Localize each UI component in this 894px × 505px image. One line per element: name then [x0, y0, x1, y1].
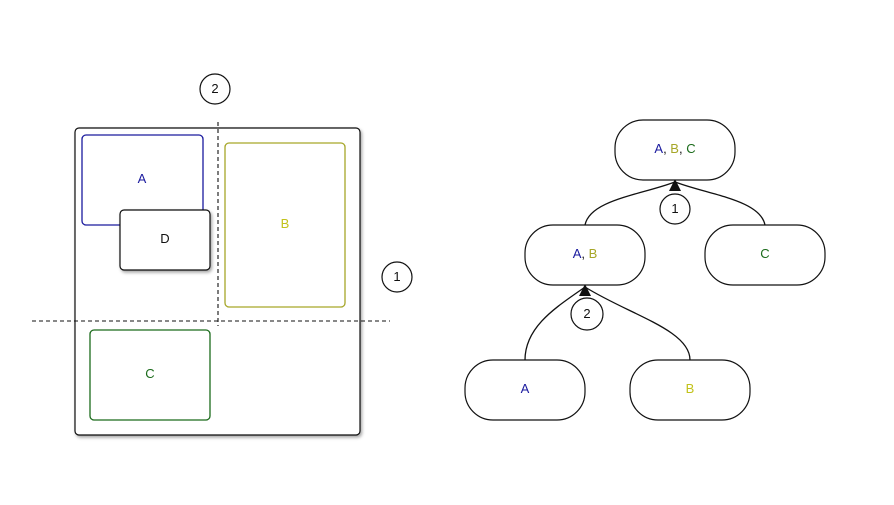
merge-marker-2-label: 2: [583, 306, 590, 321]
edge-c-to-root: [674, 181, 766, 226]
region-b-box: [224, 142, 346, 308]
tree-leaf-b-label: B: [686, 381, 695, 396]
merge-marker-1-circle: [659, 193, 691, 225]
region-c-box: [89, 329, 211, 421]
tree-node-c-label: C: [760, 246, 769, 261]
region-d-label: D: [160, 231, 169, 246]
tree-leaf-a-label: A: [521, 381, 530, 396]
tree-node-ab: [524, 224, 646, 286]
split-marker-2-circle: [199, 73, 231, 105]
root-label-c: C: [686, 141, 695, 156]
root-label-a: A: [654, 141, 663, 156]
tree-node-ab-label: A, B: [573, 246, 598, 261]
arrowhead-ab: [579, 284, 591, 296]
region-a-label: A: [138, 171, 147, 186]
merge-marker-2-circle: [570, 297, 604, 331]
split-marker-1-circle: [381, 261, 413, 293]
ab-label-a: A: [573, 246, 582, 261]
split-marker-2-label: 2: [211, 81, 218, 96]
root-label-sep-1: ,: [663, 141, 670, 156]
root-label-b: B: [670, 141, 679, 156]
edge-ab-to-root: [584, 181, 676, 226]
ab-label-sep: ,: [581, 246, 588, 261]
region-c-label: C: [145, 366, 154, 381]
root-label-sep-2: ,: [679, 141, 686, 156]
tree-node-root: [614, 119, 736, 181]
edge-leaf-b-to-ab: [584, 286, 691, 361]
tree-leaf-a: [464, 359, 586, 421]
tree-node-c: [704, 224, 826, 286]
region-d-box: [119, 209, 211, 271]
merge-marker-1-label: 1: [671, 201, 678, 216]
tree-leaf-b: [629, 359, 751, 421]
edge-leaf-a-to-ab: [524, 286, 586, 361]
arrowhead-root: [669, 179, 681, 191]
ab-label-b: B: [589, 246, 598, 261]
split-marker-1-label: 1: [393, 269, 400, 284]
tree-node-root-label: A, B, C: [654, 141, 695, 156]
region-b-label: B: [281, 216, 290, 231]
